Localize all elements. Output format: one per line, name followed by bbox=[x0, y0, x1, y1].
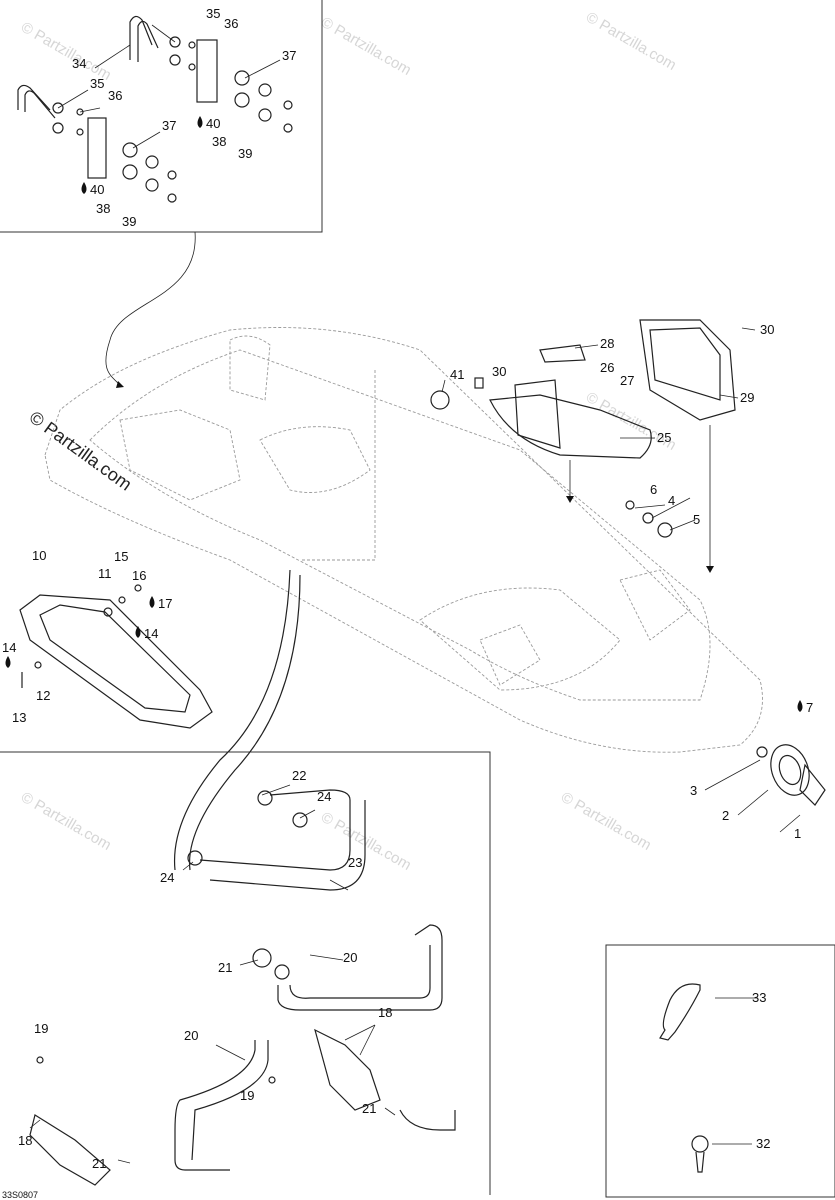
callout: 12 bbox=[36, 688, 50, 703]
arrow-head bbox=[706, 566, 714, 573]
watermark: © Partzilla.com bbox=[318, 809, 414, 874]
callout: 15 bbox=[114, 549, 128, 564]
plug-41 bbox=[430, 390, 450, 410]
callout: 20 bbox=[343, 950, 357, 965]
callout-with-drop: 14 bbox=[2, 640, 16, 668]
hose-assembly bbox=[29, 569, 456, 1186]
callout: 40 bbox=[206, 116, 220, 131]
washer-5 bbox=[657, 522, 673, 538]
callout: 40 bbox=[90, 182, 104, 197]
callout: 17 bbox=[158, 596, 172, 611]
callout: 36 bbox=[108, 88, 122, 103]
callout: 35 bbox=[90, 76, 104, 91]
watermark: © Partzilla.com bbox=[318, 14, 414, 79]
watermark-layer: © Partzilla.com © Partzilla.com © Partzi… bbox=[18, 9, 679, 874]
callout: 3 bbox=[690, 783, 697, 798]
callout: 20 bbox=[184, 1028, 198, 1043]
watermark: © Partzilla.com bbox=[18, 789, 114, 854]
callout: 18 bbox=[18, 1133, 32, 1148]
leader-lines bbox=[29, 24, 801, 1164]
loctite-drop-icon bbox=[135, 626, 141, 638]
callout: 14 bbox=[144, 626, 158, 641]
callout: 21 bbox=[92, 1156, 106, 1171]
callout: 6 bbox=[650, 482, 657, 497]
loctite-drop-icon bbox=[81, 182, 87, 194]
handle-detail-box bbox=[0, 0, 323, 233]
callout: 5 bbox=[693, 512, 700, 527]
loctite-drop-icon bbox=[797, 700, 803, 712]
callout: 30 bbox=[492, 364, 506, 379]
callout: 23 bbox=[348, 855, 362, 870]
callout: 19 bbox=[34, 1021, 48, 1036]
push-rivet bbox=[691, 1135, 709, 1173]
grab-handle-lower bbox=[17, 84, 177, 203]
callout: 21 bbox=[362, 1101, 376, 1116]
arrow-head bbox=[566, 496, 574, 503]
grab-handle-upper bbox=[129, 15, 293, 133]
nut-6 bbox=[625, 500, 635, 510]
callout: 19 bbox=[240, 1088, 254, 1103]
callout: 14 bbox=[2, 640, 16, 655]
callout: 36 bbox=[224, 16, 238, 31]
callout: 37 bbox=[162, 118, 176, 133]
callout: 38 bbox=[96, 201, 110, 216]
flow-arrow bbox=[105, 231, 196, 386]
callout: 16 bbox=[132, 568, 146, 583]
callout-labels: 1 2 3 4 5 6 7 10 11 12 13 14 14 15 16 17… bbox=[2, 6, 813, 1171]
drain-cap bbox=[756, 744, 826, 806]
callout-with-drop: 7 bbox=[797, 700, 813, 715]
callout: 7 bbox=[806, 700, 813, 715]
callout: 21 bbox=[218, 960, 232, 975]
callout: 24 bbox=[317, 789, 331, 804]
callout: 28 bbox=[600, 336, 614, 351]
arrow-head bbox=[116, 381, 124, 388]
callout: 22 bbox=[292, 768, 306, 783]
watermark: © Partzilla.com bbox=[18, 19, 114, 84]
callout: 11 bbox=[98, 566, 112, 581]
washer-4 bbox=[642, 512, 654, 524]
callout: 38 bbox=[212, 134, 226, 149]
callout: 32 bbox=[756, 1136, 770, 1151]
callout: 30 bbox=[760, 322, 774, 337]
callout: 37 bbox=[282, 48, 296, 63]
drain-detail-box bbox=[0, 751, 491, 1195]
guide-line bbox=[300, 370, 376, 561]
storage-bin-front bbox=[489, 344, 652, 459]
callout: 35 bbox=[206, 6, 220, 21]
callout: 33 bbox=[752, 990, 766, 1005]
callout: 29 bbox=[740, 390, 754, 405]
callout: 2 bbox=[722, 808, 729, 823]
callout: 10 bbox=[32, 548, 46, 563]
hull bbox=[44, 327, 763, 753]
callout: 13 bbox=[12, 710, 26, 725]
callout: 24 bbox=[160, 870, 174, 885]
loctite-drop-icon bbox=[197, 116, 203, 128]
watermark: © Partzilla.com bbox=[583, 9, 679, 74]
watermark-main: © Partzilla.com bbox=[26, 407, 136, 494]
loctite-drop-icon bbox=[5, 656, 11, 668]
callout-with-drop: 40 bbox=[81, 182, 104, 197]
callout: 26 bbox=[600, 360, 614, 375]
callout: 18 bbox=[378, 1005, 392, 1020]
callout: 39 bbox=[238, 146, 252, 161]
storage-bin-rear bbox=[639, 319, 736, 421]
callout: 41 bbox=[450, 367, 464, 382]
loctite-drop-icon bbox=[149, 596, 155, 608]
watermark: © Partzilla.com bbox=[558, 789, 654, 854]
cable-tie bbox=[659, 983, 701, 1041]
callout: 34 bbox=[72, 56, 86, 71]
callout-with-drop: 17 bbox=[149, 596, 172, 611]
callout: 39 bbox=[122, 214, 136, 229]
callout-with-drop: 40 bbox=[197, 116, 220, 131]
callout-with-drop: 14 bbox=[135, 626, 158, 641]
accessory-box bbox=[605, 944, 835, 1198]
drawing-reference: 33S0807 bbox=[2, 1190, 38, 1200]
callout: 4 bbox=[668, 493, 675, 508]
callout: 25 bbox=[657, 430, 671, 445]
sponson bbox=[19, 584, 213, 729]
callout: 1 bbox=[794, 826, 801, 841]
plug-30 bbox=[474, 377, 484, 389]
callout: 27 bbox=[620, 373, 634, 388]
